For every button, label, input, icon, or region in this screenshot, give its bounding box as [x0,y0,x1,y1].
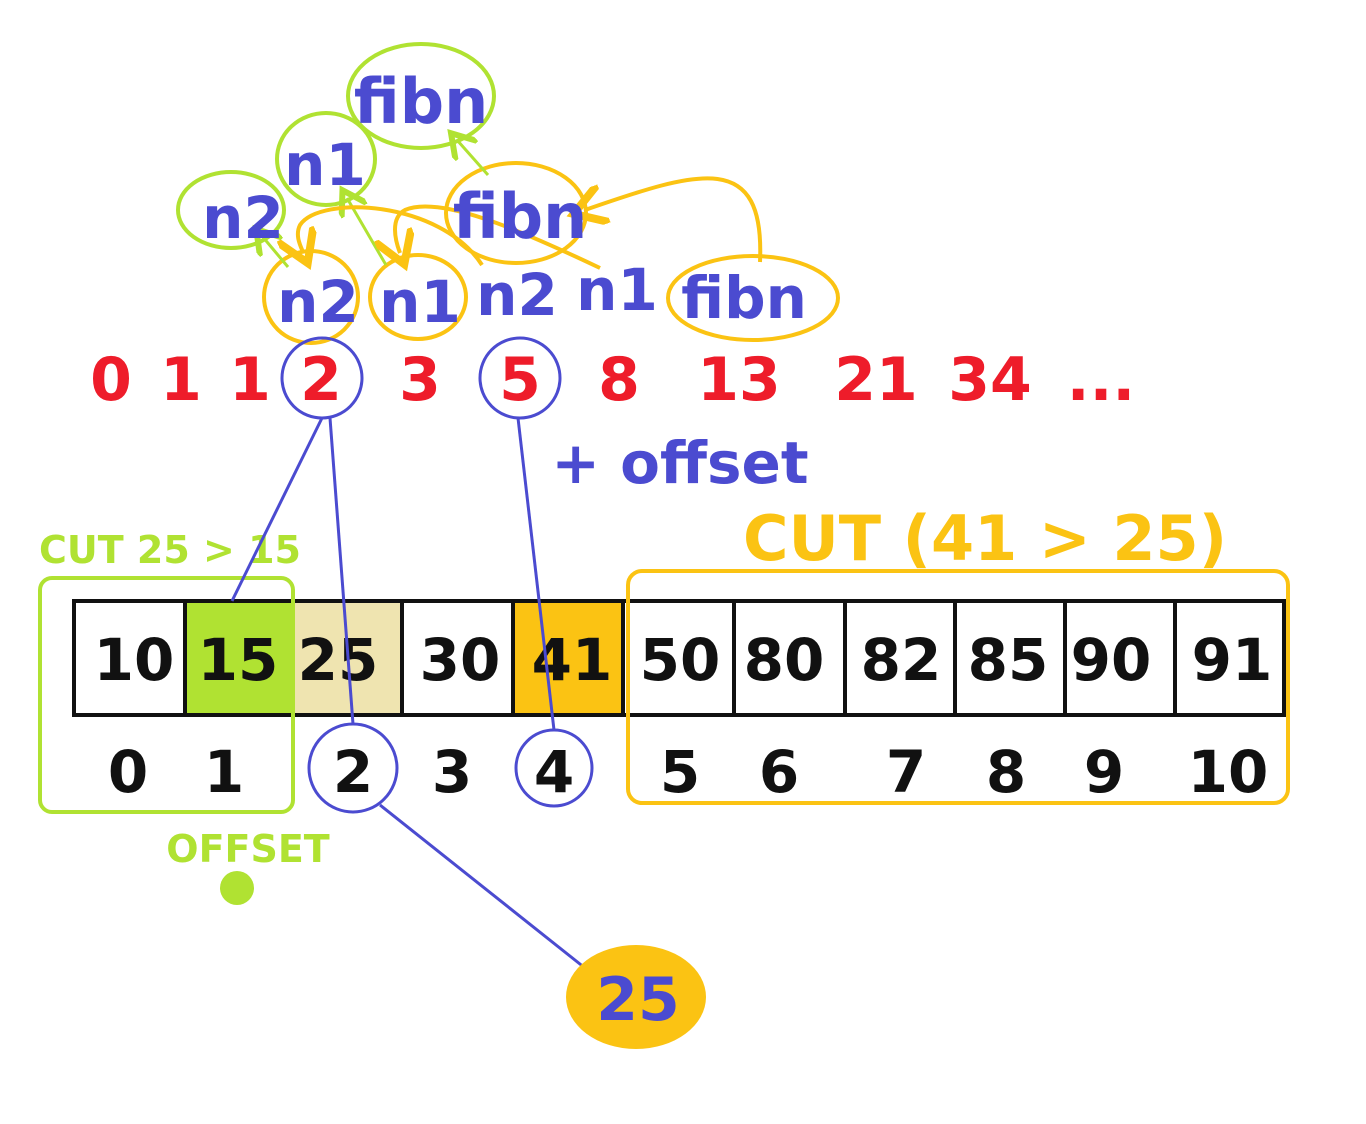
low-n1-bubble [368,253,468,341]
array-value: 90 [1071,626,1152,694]
array-index: 4 [534,738,574,806]
array-index: 1 [204,738,244,806]
array-value: 10 [94,626,175,694]
top-fibn-label: fibn [354,65,488,138]
connector-fib2-to-cell15 [230,417,324,602]
array-index: 10 [1188,738,1269,806]
fib-term: 8 [598,345,640,415]
array-indices: 0 1 2 3 4 5 6 7 8 9 10 [108,722,1269,814]
connector-index2-to-target [379,803,591,974]
fib-term: 1 [160,345,202,415]
fib-term: 1 [229,345,271,415]
array-index: 8 [986,738,1026,806]
fib-term: 0 [90,345,132,415]
array-value: 80 [744,626,825,694]
fib-term: 34 [948,345,1032,415]
array-index: 0 [108,738,148,806]
low-n1-b-label: n1 [576,256,658,324]
array-value: 82 [861,626,942,694]
fib-term: 3 [399,345,441,415]
mid-fibn-label: fibn [453,180,587,253]
array-cell [953,599,1067,717]
target-bubble [566,945,706,1049]
pointer-tree: fibn n1 n2 fibn n2 n1 n2 n1 fibn [176,42,840,345]
low-fibn-bubble [666,254,840,342]
array-index: 9 [1084,738,1124,806]
arrow-n1-to-low-n1 [395,204,601,268]
top-n1-bubble [275,111,377,207]
fib-term: 21 [834,345,918,415]
top-n2-bubble [176,170,286,250]
left-cut-label: CUT 25 > 15 [39,528,301,572]
array-cell-highlight-15 [183,599,295,717]
low-n2-a-label: n2 [277,268,359,336]
fib-term: 13 [697,345,781,415]
array-index: 5 [660,738,700,806]
top-n2-label: n2 [202,184,284,252]
sorted-array: 10 15 25 30 41 50 80 82 85 90 91 [72,599,1286,717]
array-value: 25 [298,626,379,694]
array-value: 85 [968,626,1049,694]
array-index: 6 [759,738,799,806]
array-cell [1063,599,1177,717]
array-cell [1173,599,1286,717]
fib-ellipsis: ... [1067,345,1135,415]
right-cut-label: CUT (41 > 25) [743,502,1227,575]
array-cell [732,599,847,717]
low-n2-b-label: n2 [476,261,558,329]
array-index: 3 [432,738,472,806]
array-index: 7 [886,738,926,806]
array-value: 91 [1192,626,1273,694]
offset-note: + offset [551,429,808,497]
array-value: 30 [420,626,501,694]
array-cell [843,599,957,717]
top-n1-label: n1 [284,131,366,199]
target-value: 25 [596,965,680,1035]
offset-label: OFFSET [166,827,330,871]
connector-fib5-to-index4 [516,417,556,731]
array-value: 15 [198,626,279,694]
fibonacci-row: 0 1 1 2 3 5 8 13 21 34 ... [90,336,1135,420]
top-fibn-bubble [346,42,496,150]
arrow-fibn-to-mid-fibn [585,176,763,263]
array-index: 2 [333,738,373,806]
arrow-fibn-to-fibn [457,140,490,176]
array-cell-highlight-41 [511,599,625,717]
array-cell [72,599,187,717]
arrow-n2-to-low-n2 [298,205,484,265]
left-cut-box [38,576,295,814]
fib-term: 2 [300,345,342,415]
fib-term: 5 [499,345,541,415]
low-n1-a-label: n1 [379,268,461,336]
offset-dot [220,871,254,905]
fib-5-circle [478,336,562,420]
array-value: 50 [640,626,721,694]
connector-fib2-to-index2 [328,417,355,725]
right-cut-box [626,569,1290,805]
low-fibn-label: fibn [681,264,807,332]
